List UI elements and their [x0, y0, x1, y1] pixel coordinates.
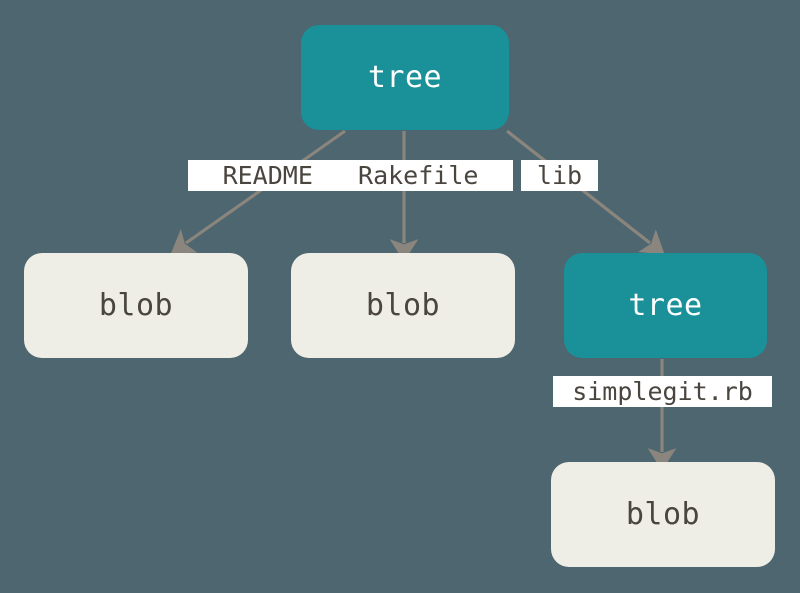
edge-label-lib: lib: [521, 160, 598, 191]
node-blob-readme[interactable]: blob: [24, 253, 248, 358]
edge-label-readme-rakefile: README Rakefile: [188, 160, 513, 191]
node-root-tree-label: tree: [367, 60, 443, 95]
node-blob-simplegit[interactable]: blob: [551, 462, 775, 567]
node-blob-simplegit-label: blob: [625, 497, 701, 532]
node-blob-rakefile-label: blob: [365, 288, 441, 323]
node-lib-tree-label: tree: [628, 288, 703, 323]
node-blob-readme-label: blob: [98, 288, 174, 323]
node-root-tree[interactable]: tree: [301, 25, 509, 130]
edge-label-simplegit: simplegit.rb: [553, 376, 772, 407]
node-lib-tree[interactable]: tree: [564, 253, 767, 358]
node-blob-rakefile[interactable]: blob: [291, 253, 515, 358]
